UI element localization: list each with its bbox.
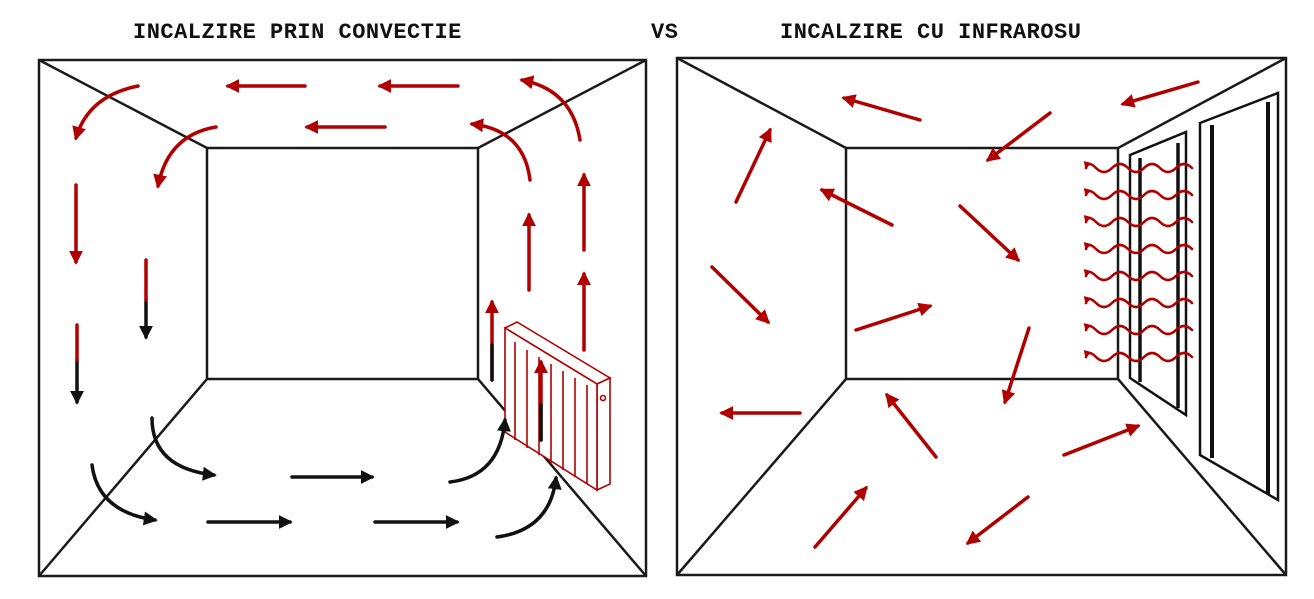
convection-title: INCALZIRE PRIN CONVECTIE: [133, 20, 462, 45]
right-corner-br: [1117, 378, 1287, 576]
right-room-back-wall: [844, 146, 1120, 381]
left-corner-tl: [38, 58, 208, 150]
left-room-outer-wall: [37, 58, 648, 578]
radiator-icon: [503, 321, 612, 492]
infrared-panel-icon: [1083, 160, 1194, 363]
right-corner-tr: [1117, 56, 1287, 150]
radiator-cool-intake: [490, 343, 543, 442]
left-room-back-wall: [205, 146, 480, 381]
right-corner-tl: [676, 56, 847, 150]
left-corner-tr: [477, 58, 647, 150]
transition-arrow-segments: [75, 258, 148, 362]
cool-air-arrows: [70, 298, 562, 539]
window-icon: [1128, 91, 1280, 503]
infrared-radiation-arrows: [710, 80, 1200, 549]
infrared-title: INCALZIRE CU INFRAROSU: [780, 20, 1082, 45]
versus-label: VS: [651, 20, 679, 45]
right-corner-bl: [676, 378, 847, 576]
infrared-room: [675, 56, 1288, 577]
convection-room: [37, 58, 648, 578]
right-room-outer-wall: [675, 56, 1288, 577]
left-corner-bl: [38, 378, 208, 577]
